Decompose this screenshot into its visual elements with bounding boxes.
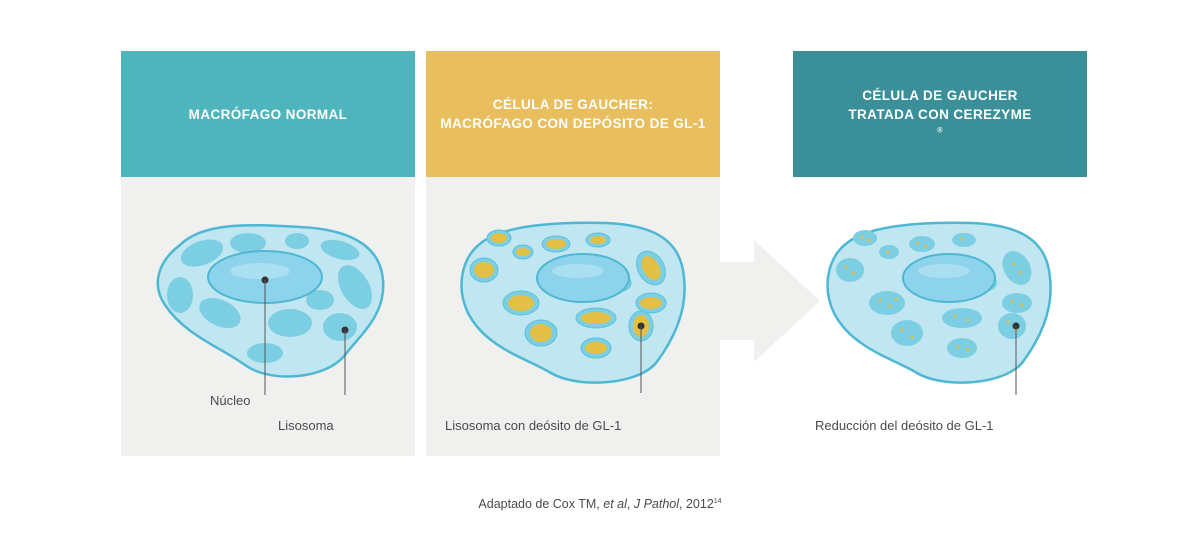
- registered-mark: ®: [937, 127, 943, 134]
- gaucher-cell-illustration: [460, 221, 686, 393]
- label-lysosome-gl1: Lisosoma con deósito de GL-1: [445, 418, 622, 433]
- lysosomes: [167, 233, 373, 363]
- label-reduction: Reducción del deósito de GL-1: [815, 418, 994, 433]
- arrow-right-icon: [720, 240, 820, 362]
- nucleus: [902, 253, 996, 303]
- panel-header-normal: MACRÓFAGO NORMAL: [121, 51, 415, 177]
- panel-header-treated: CÉLULA DE GAUCHER TRATADA CON CEREZYME ®: [793, 51, 1087, 177]
- cell-membrane: [460, 221, 686, 384]
- lysosomes-reduced: [836, 230, 1032, 358]
- panel-title-treated-line2: TRATADA CON CEREZYME: [848, 106, 1032, 122]
- caption-etal: et al: [603, 497, 627, 511]
- label-nucleus: Núcleo: [210, 393, 251, 408]
- panel-title-gaucher-line1: CÉLULA DE GAUCHER:: [492, 97, 654, 112]
- caption-ref: 14: [713, 497, 722, 505]
- cell-membrane: [826, 221, 1052, 384]
- normal-cell-illustration: [156, 223, 385, 395]
- source-caption: Adaptado de Cox TM, et al, J Pathol, 201…: [0, 497, 1200, 511]
- panel-header-gaucher: CÉLULA DE GAUCHER: MACRÓFAGO CON DEPÓSIT…: [426, 51, 720, 177]
- caption-suffix: , 2012: [679, 497, 714, 511]
- caption-prefix: Adaptado de Cox TM,: [478, 497, 604, 511]
- caption-journal: J Pathol: [633, 497, 680, 511]
- treated-cell-illustration: [826, 221, 1052, 395]
- panel-title-gaucher-line2: MACRÓFAGO CON DEPÓSITO DE GL-1: [440, 116, 706, 131]
- label-lysosome: Lisosoma: [278, 418, 334, 433]
- panel-title-normal: MACRÓFAGO NORMAL: [188, 106, 348, 122]
- nucleus: [536, 253, 630, 303]
- caption-sep: ,: [626, 497, 634, 511]
- panel-title-treated-line1: CÉLULA DE GAUCHER: [862, 87, 1018, 103]
- gl1-deposit-dots: [844, 235, 1024, 352]
- panel-treated-cell: CÉLULA DE GAUCHER TRATADA CON CEREZYME ®: [793, 51, 1087, 177]
